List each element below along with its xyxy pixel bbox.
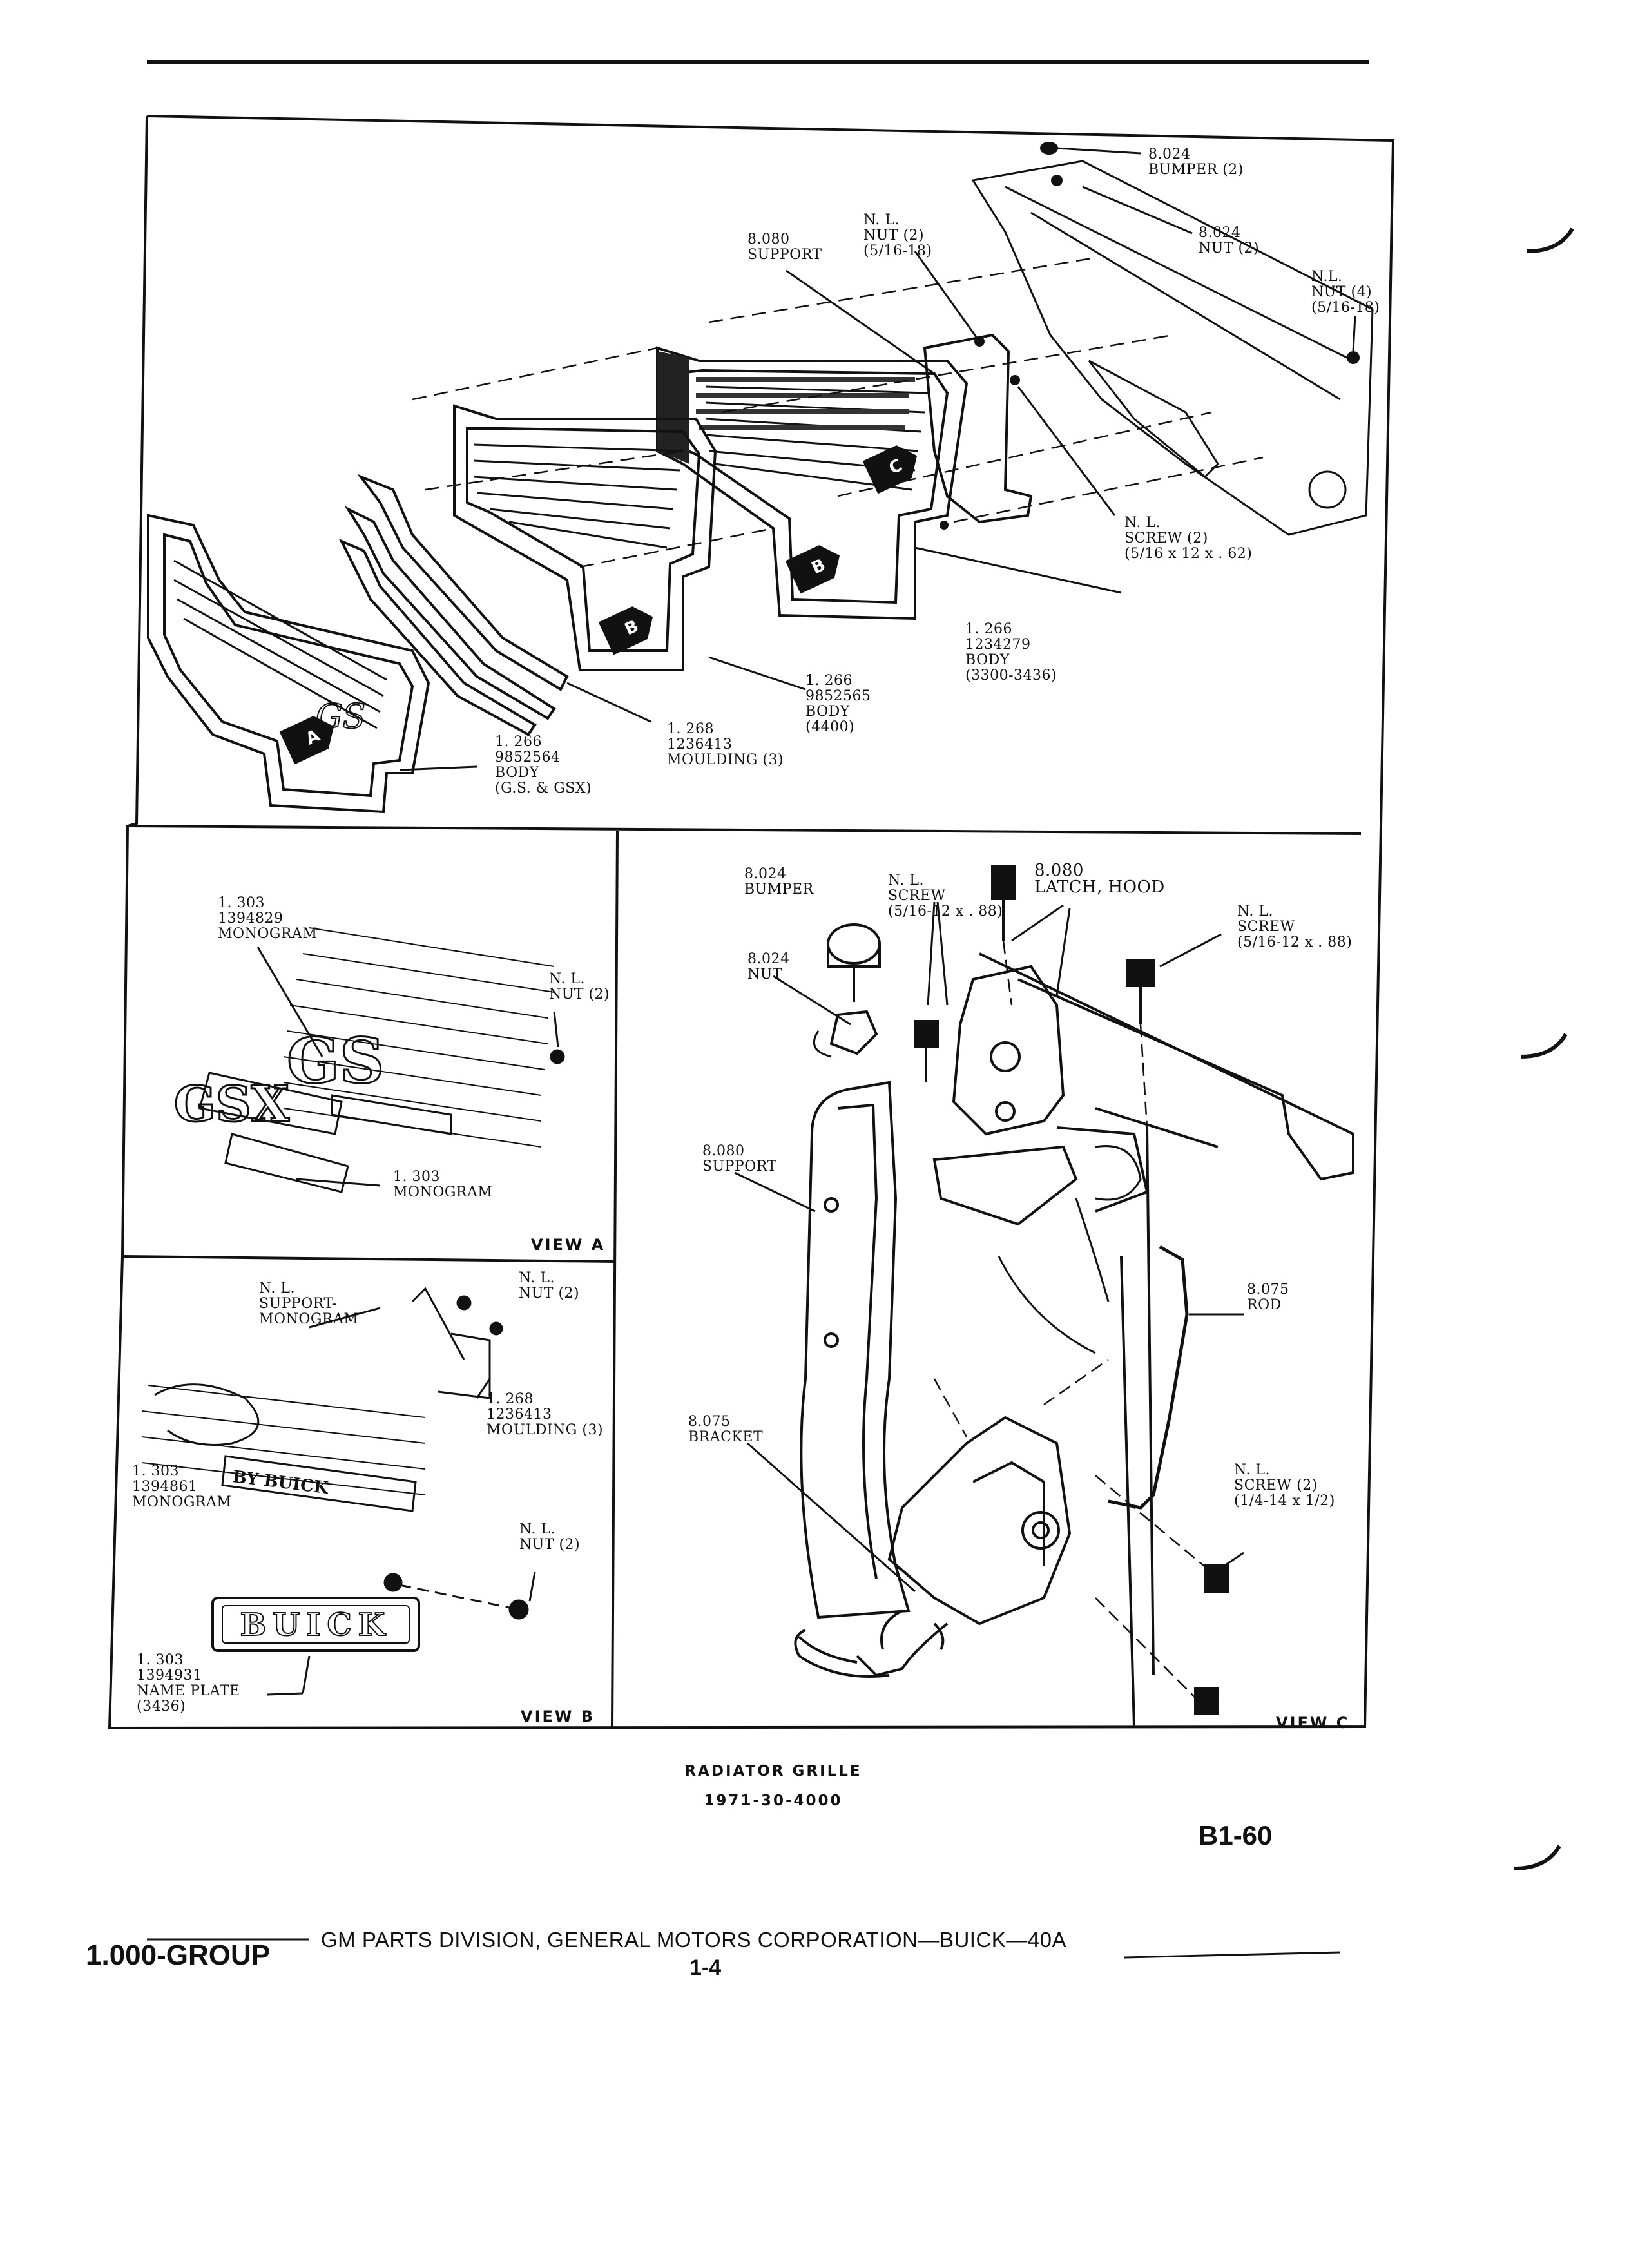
view-b-label: VIEW B: [521, 1707, 595, 1725]
diagram-frame: [108, 115, 1395, 1730]
page-code: B1-60: [1199, 1820, 1273, 1850]
buick-nameplate: BUICK: [211, 1597, 420, 1652]
svg-text:BUICK: BUICK: [240, 1607, 392, 1643]
view-a-label: VIEW A: [531, 1236, 606, 1254]
label-vc-nl-screw-b: N. L.SCREW(5/16-12 x . 88): [1237, 903, 1353, 950]
gsx-emblem: [198, 1072, 343, 1135]
label-vb-nl-support: N. L.SUPPORT-MONOGRAM: [259, 1280, 359, 1327]
grille-assemblies: GS: [147, 160, 1374, 814]
group-label: 1.000-GROUP: [86, 1939, 271, 1971]
label-nl-nut4: N.L.NUT (4)(5/16-18): [1311, 269, 1380, 316]
footer-rules: [147, 1938, 1341, 1959]
grille-body-9852565: [453, 404, 717, 671]
hood-latch-support: [800, 1081, 911, 1619]
grille-body-9852564: GS: [147, 514, 430, 814]
fasteners-top: [940, 142, 1360, 530]
latch-screws: [914, 865, 1229, 1715]
label-vb-nl-nut-a: N. L.NUT (2): [519, 1270, 580, 1302]
hood-latch-rod: [1108, 1245, 1189, 1510]
grille-support: [923, 333, 1033, 524]
label-nl-screw-top: N. L.SCREW (2)(5/16 x 12 x . 62): [1124, 515, 1253, 562]
svg-text:GSX: GSX: [174, 1075, 289, 1133]
binding-marks: [1514, 227, 1574, 1870]
assembly-guide-lines: [412, 256, 1264, 568]
label-nl-nut-top: N. L.NUT (2)(5/16-18): [863, 212, 932, 259]
leader-lines-top: [399, 147, 1356, 771]
label-va-nl-nut: N. L.NUT (2): [549, 971, 610, 1003]
label-vb-nl-nut-b: N. L.NUT (2): [519, 1521, 581, 1553]
figure-code: 1971-30-4000: [704, 1792, 843, 1809]
label-vc-nl-screw2: N. L.SCREW (2)(1/4-14 x 1/2): [1234, 1462, 1335, 1509]
grille-body-1234279: [656, 346, 969, 620]
by-buick-plate: [221, 1455, 417, 1512]
figure-title: RADIATOR GRILLE: [684, 1763, 862, 1780]
callout-markers-top: C B B A: [279, 445, 918, 765]
moulding-strips: [338, 474, 569, 736]
view-c-art: [734, 865, 1354, 1727]
label-vc-nl-screw-a: N. L.SCREW(5/16-12 x . 88): [888, 872, 1003, 919]
hood-latch-bracket: [887, 1416, 1072, 1626]
view-a-art: GSX GS: [173, 927, 565, 1193]
view-c-label: VIEW C: [1276, 1714, 1350, 1732]
gs-monogram: GS: [287, 1024, 384, 1097]
hood-latch: [952, 965, 1065, 1136]
footer-publisher: GM PARTS DIVISION, GENERAL MOTORS CORPOR…: [321, 1928, 1067, 1952]
page-number: 1-4: [689, 1956, 722, 1980]
radiator-support: [971, 160, 1374, 536]
